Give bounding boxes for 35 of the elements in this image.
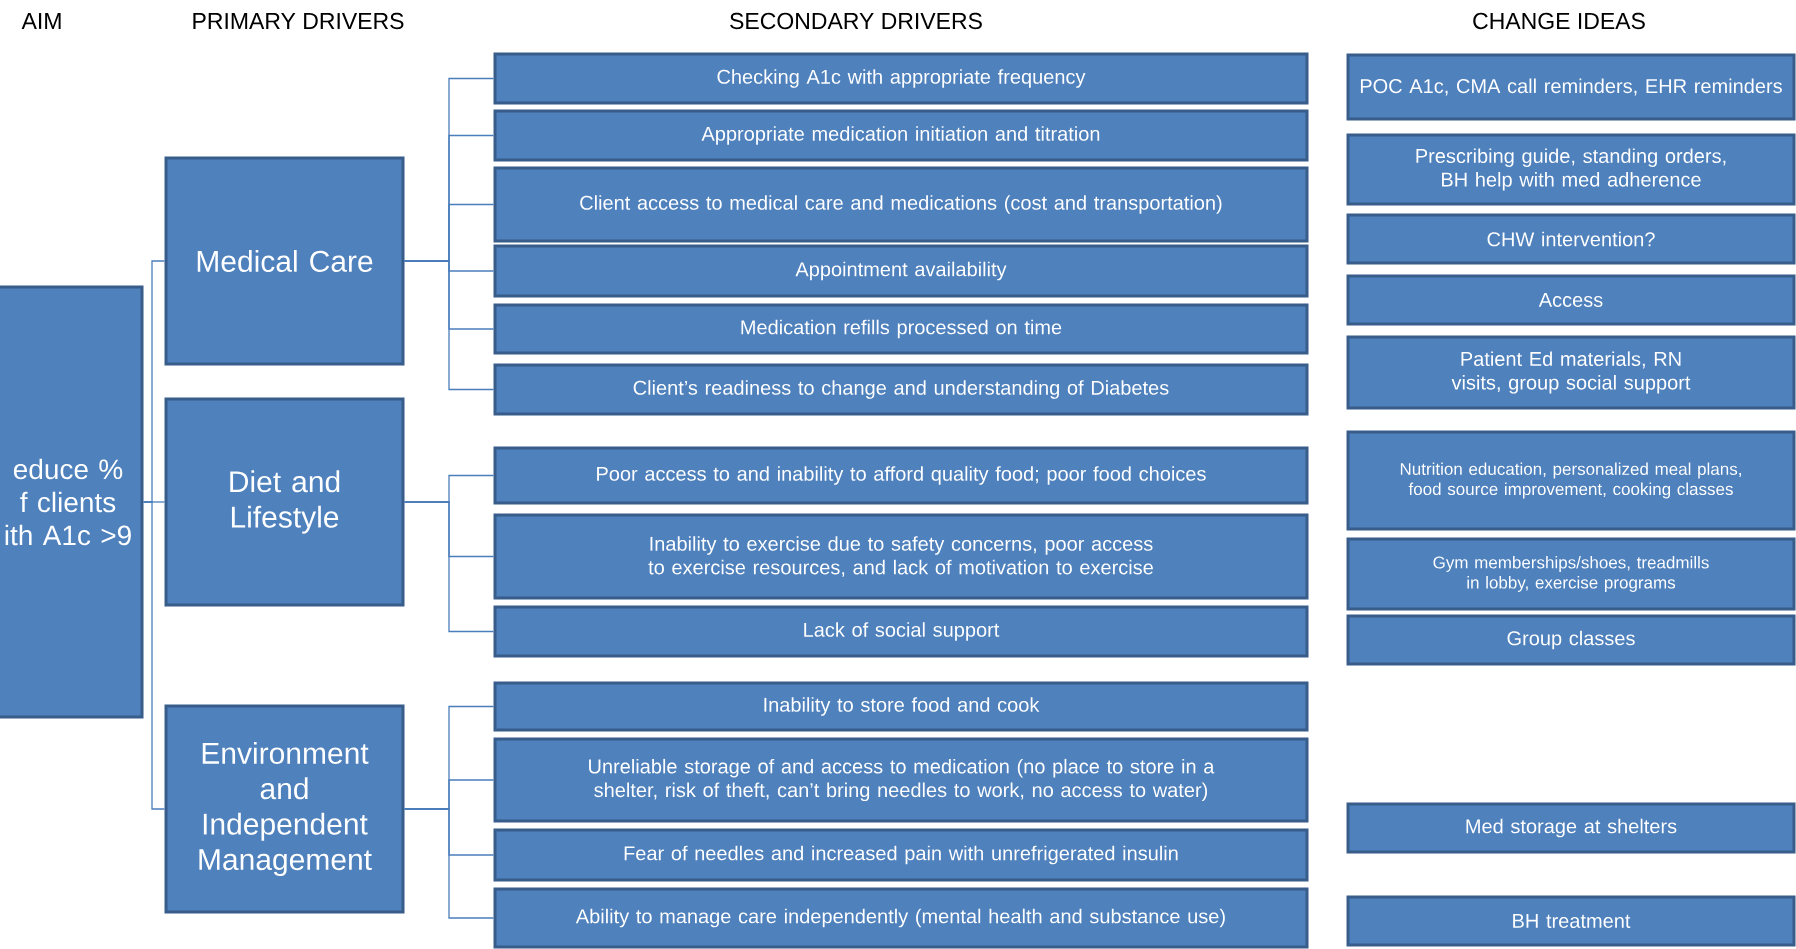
secondary-driver-box: Appropriate medication initiation and titration	[493, 109, 1309, 162]
aim-box: educe % f clients ith A1c >9	[0, 285, 144, 719]
connector-line	[403, 808, 495, 919]
change-idea-box: CHW intervention?	[1346, 213, 1796, 265]
secondary-driver-box: Client’s readiness to change and understanding of Diabetes	[493, 363, 1309, 416]
column-heading: CHANGE IDEAS	[1473, 12, 1645, 30]
column-heading: AIM	[21, 13, 61, 29]
change-idea-box: Prescribing guide, standing orders, BH help with med adherence	[1346, 133, 1796, 206]
connector-line	[403, 501, 495, 633]
secondary-driver-box: Inability to store food and cook	[493, 681, 1309, 732]
change-idea-box: BH treatment	[1346, 895, 1796, 947]
driver-box: Diet and Lifestyle	[164, 397, 405, 607]
secondary-driver-box: Appointment availability	[493, 244, 1309, 298]
secondary-driver-box: Poor access to and inability to afford quality food; poor food choices	[493, 446, 1309, 505]
change-idea-box: Patient Ed materials, RN visits, group social support	[1346, 335, 1796, 410]
driver-box: Medical Care	[164, 156, 405, 366]
connector-line	[142, 501, 166, 810]
secondary-driver-box: Medication refills processed on time	[493, 303, 1309, 355]
secondary-driver-box: Lack of social support	[493, 605, 1309, 658]
change-idea-box: Group classes	[1346, 614, 1796, 666]
secondary-driver-box: Fear of needles and increased pain with unrefrigerated insulin	[493, 828, 1309, 882]
change-idea-box: Gym memberships/shoes, treadmills in lobby, exercise programs	[1346, 537, 1796, 611]
change-idea-box: Med storage at shelters	[1346, 802, 1796, 854]
column-heading: PRIMARY DRIVERS	[193, 12, 404, 30]
secondary-driver-box: Inability to exercise due to safety concerns, poor access to exercise resources, and lack of motivation to exercise	[493, 513, 1309, 600]
change-idea-box: Access	[1346, 274, 1796, 326]
change-idea-box: POC A1c, CMA call reminders, EHR reminders	[1346, 53, 1796, 121]
secondary-driver-box: Client access to medical care and medications (cost and transportation)	[493, 166, 1309, 243]
driver-box: Environment and Independent Management	[164, 704, 405, 914]
secondary-driver-box: Ability to manage care independently (mental health and substance use)	[493, 887, 1309, 949]
change-idea-box: Nutrition education, personalized meal plans, food source improvement, cooking classes	[1346, 430, 1796, 531]
secondary-driver-box: Unreliable storage of and access to medication (no place to store in a shelter, risk of theft, can’t bring needles to work, no access to water)	[493, 737, 1309, 823]
connector-line	[403, 260, 495, 391]
column-heading: SECONDARY DRIVERS	[730, 12, 982, 30]
secondary-driver-box: Checking A1c with appropriate frequency	[493, 52, 1309, 105]
